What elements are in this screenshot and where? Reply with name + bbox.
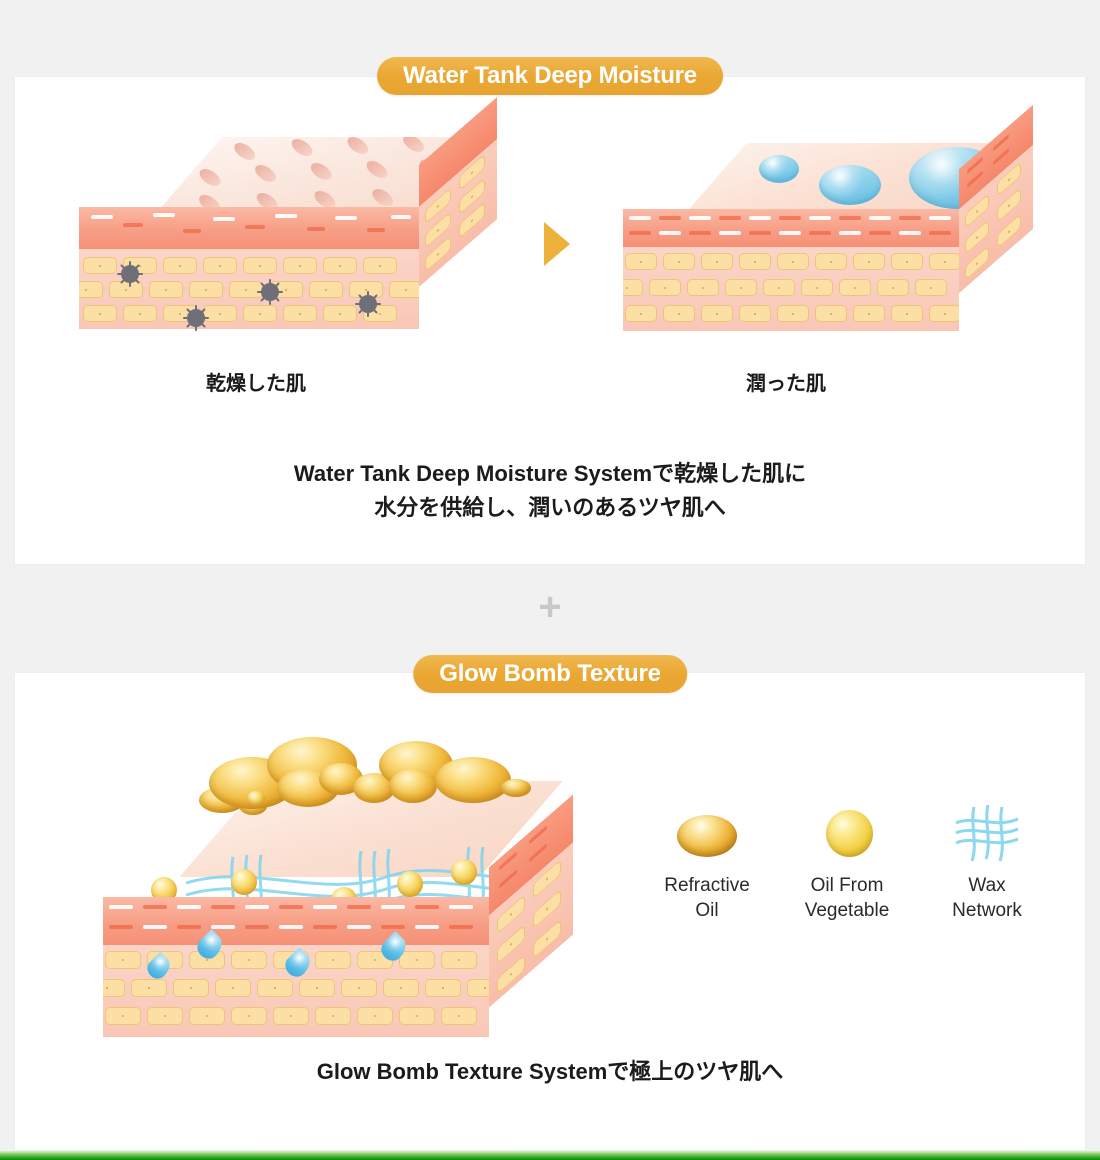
oil-blob-icon bbox=[389, 769, 437, 803]
moisture-caption-line-2: 水分を供給し、潤いのあるツヤ肌へ bbox=[374, 495, 726, 520]
water-tank-deep-moisture-card: 乾燥した肌 潤った肌 Water Tank Deep Moisture Syst… bbox=[14, 76, 1086, 565]
plus-icon: + bbox=[538, 585, 562, 629]
bacteria-icon bbox=[355, 291, 381, 317]
ingredient-label: Oil From Vegetable bbox=[804, 875, 890, 921]
moisturized-skin-diagram bbox=[623, 104, 1053, 423]
moisture-caption: Water Tank Deep Moisture Systemで乾燥した肌に 水… bbox=[15, 457, 1085, 525]
ingredient-refractive-oil: Refractive Oil bbox=[637, 803, 777, 923]
ingredient-wax-network: Wax Network bbox=[917, 803, 1057, 923]
dry-skin-diagram bbox=[79, 97, 509, 417]
moist-skin-front-face bbox=[623, 209, 959, 331]
arrow-right-triangle-icon bbox=[544, 222, 570, 266]
bacteria-icon bbox=[117, 261, 143, 287]
bottom-accent-bar bbox=[0, 1151, 1100, 1160]
bacteria-icon bbox=[183, 305, 209, 331]
badge-water-tank-deep-moisture: Water Tank Deep Moisture bbox=[377, 57, 723, 95]
glow-bomb-texture-card: Refractive Oil Oil From Vegetable bbox=[14, 672, 1086, 1151]
ingredient-list: Refractive Oil Oil From Vegetable bbox=[637, 803, 1057, 923]
glow-caption-line-1: Glow Bomb Texture Systemで極上のツヤ肌へ bbox=[316, 1059, 784, 1084]
oil-sphere-icon bbox=[451, 859, 477, 885]
moisture-caption-line-1: Water Tank Deep Moisture Systemで乾燥した肌に bbox=[293, 461, 807, 486]
oil-droplet-icon bbox=[247, 791, 265, 805]
glow-skin-diagram bbox=[91, 729, 611, 1037]
glow-skin-front-face bbox=[103, 897, 489, 1037]
dry-skin-label: 乾燥した肌 bbox=[206, 373, 306, 395]
oil-sphere-icon bbox=[397, 871, 423, 897]
refractive-oil-drop-icon bbox=[670, 803, 744, 865]
water-droplet-medium-icon bbox=[819, 165, 881, 205]
ingredient-oil-from-vegetable: Oil From Vegetable bbox=[777, 803, 917, 923]
dry-skin-front-face bbox=[79, 207, 419, 329]
wax-network-mesh-icon bbox=[950, 803, 1024, 865]
badge-glow-bomb-texture: Glow Bomb Texture bbox=[413, 655, 687, 693]
moist-skin-label: 潤った肌 bbox=[746, 373, 826, 395]
water-droplet-small-icon bbox=[759, 155, 799, 183]
bacteria-icon bbox=[257, 279, 283, 305]
ingredient-label: Wax Network bbox=[952, 875, 1022, 921]
glow-caption: Glow Bomb Texture Systemで極上のツヤ肌へ bbox=[15, 1055, 1085, 1089]
oil-from-vegetable-sphere-icon bbox=[810, 803, 884, 865]
oil-blob-icon bbox=[435, 757, 511, 803]
ingredient-label: Refractive Oil bbox=[664, 875, 750, 921]
oil-blob-icon bbox=[501, 779, 531, 797]
oil-sphere-icon bbox=[231, 869, 257, 895]
